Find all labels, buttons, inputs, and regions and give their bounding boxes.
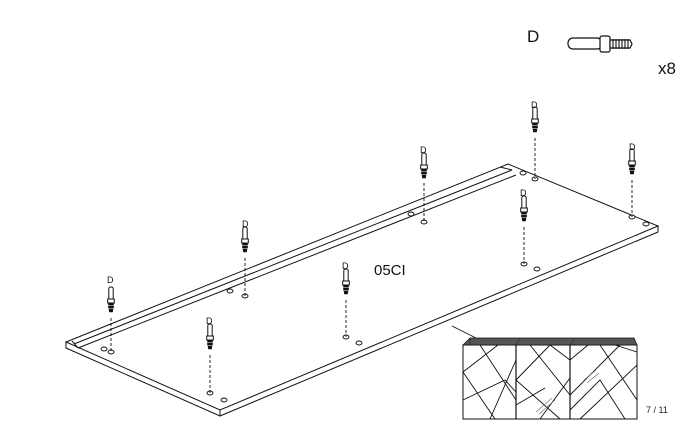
svg-text:D: D — [342, 261, 349, 271]
panel-board — [64, 163, 660, 417]
dowel-1: D — [107, 275, 115, 313]
svg-text:D: D — [629, 142, 636, 152]
legend-part-letter: D — [527, 27, 539, 46]
insertion-guides — [110, 138, 633, 393]
dowel-4: D — [531, 100, 539, 133]
page-number: 7 / 11 — [646, 405, 668, 415]
panel-label: 05CI — [374, 262, 406, 279]
dowel-8: D — [206, 316, 214, 350]
svg-text:D: D — [206, 316, 213, 326]
svg-text:D: D — [531, 100, 538, 110]
cabinet-inset — [462, 337, 638, 420]
dowel-5: D — [628, 142, 636, 175]
legend-quantity: x8 — [658, 59, 676, 78]
dowel-holes — [100, 170, 650, 403]
svg-text:D: D — [242, 219, 249, 229]
svg-text:D: D — [107, 275, 114, 285]
svg-text:D: D — [520, 188, 527, 198]
dowel-legend-icon — [567, 35, 633, 53]
svg-text:D: D — [420, 145, 427, 155]
dowel-3: D — [420, 145, 428, 179]
dowel-2: D — [241, 219, 249, 253]
dowel-7: D — [342, 261, 350, 295]
part-legend: D x8 — [527, 27, 676, 78]
dowel-6: D — [520, 188, 528, 222]
